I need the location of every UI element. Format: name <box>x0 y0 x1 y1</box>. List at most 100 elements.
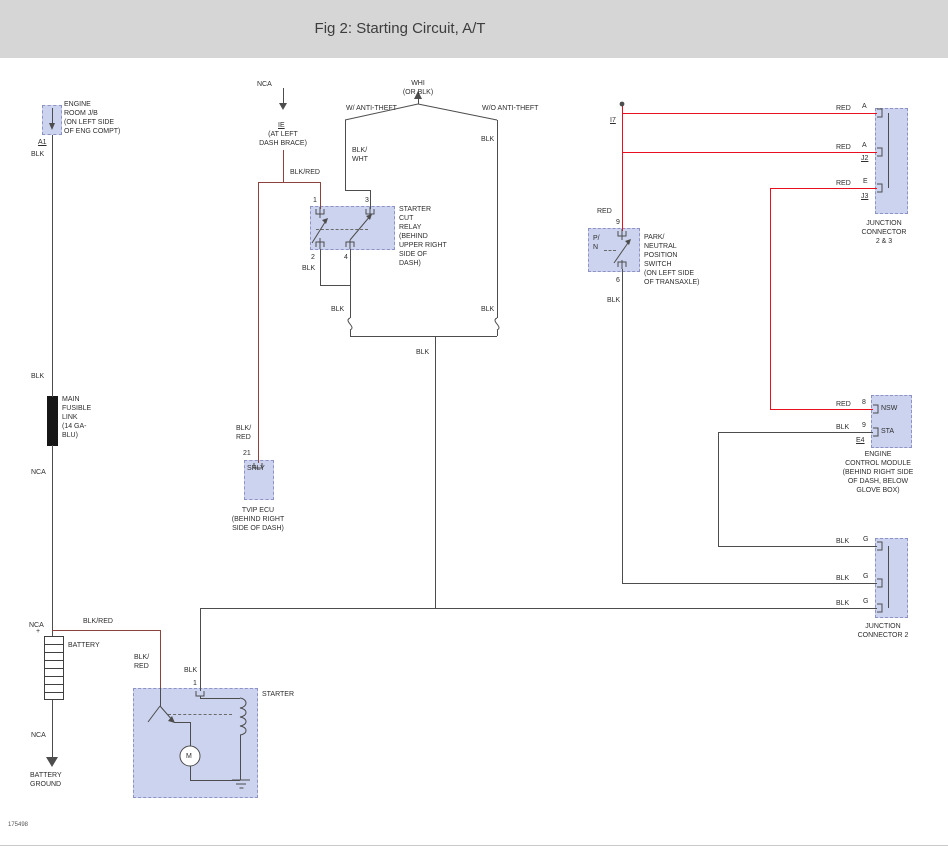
engine-control-module-label: ENGINE CONTROL MODULE (BEHIND RIGHT SIDE… <box>842 451 914 494</box>
main-fusible-link-symbol <box>47 396 58 446</box>
wire-relay-pin4-below-splice <box>350 330 351 336</box>
pn-terminal-label: P/ N <box>593 235 600 251</box>
wire-label-blk-relay-pin2: BLK <box>302 265 316 272</box>
wire-blkred-split <box>258 182 320 183</box>
jc23-wire3-label: RED <box>836 180 851 187</box>
wire-label-blk-mid: BLK <box>31 373 45 380</box>
wire-label-blkred-tvip: BLK/ RED <box>236 425 252 441</box>
starter-linkage-dash <box>168 714 232 715</box>
engine-room-jb-label: ENGINE ROOM J/B (ON LEFT SIDE OF ENG COM… <box>64 101 121 135</box>
wire-red-to-ecm-nsw <box>770 409 873 410</box>
wire-label-blkred-starter: BLK/ RED <box>134 654 150 670</box>
wire-without-theft-below-splice <box>497 330 498 336</box>
tvip-terminal-label: SRLY <box>247 465 265 472</box>
relay-pin3-label: 3 <box>365 197 369 204</box>
connector-id-e4: E4 <box>856 437 865 444</box>
junction-connector-23-box <box>875 108 908 214</box>
wire-blkred-from-ie <box>283 150 284 182</box>
junction-connector-2-box <box>875 538 908 618</box>
wire-label-red-pn: RED <box>597 208 612 215</box>
wire-blk-merged-down <box>435 336 436 608</box>
wire-red-i7-to-pn <box>622 105 623 231</box>
jc23-internal-bus <box>888 113 889 188</box>
with-anti-theft-label: W/ ANTI-THEFT <box>346 105 397 112</box>
wire-blkred-battery-branch <box>52 630 160 631</box>
wire-relay-pin2-elbow <box>320 285 350 286</box>
starter-feed-internal <box>160 688 161 706</box>
battery-ground-label: BATTERY GROUND <box>30 772 62 788</box>
jb-internal-line <box>52 108 53 124</box>
jc2-pin2-label: G <box>863 573 869 580</box>
starter-pin1-label: 1 <box>193 680 197 687</box>
starter-coil-to-ground <box>240 735 241 780</box>
jc2-wire3-label: BLK <box>836 600 850 607</box>
document-number: 175498 <box>8 822 29 828</box>
ecm-pin8-label: 8 <box>862 399 866 406</box>
without-anti-theft-label: W/O ANTI-THEFT <box>482 105 539 112</box>
relay-linkage-dash <box>316 229 368 230</box>
nca-label-upper: NCA <box>31 469 46 476</box>
wire-blk-sta-horizontal <box>718 432 873 433</box>
option-merge-squiggle-left <box>347 317 353 331</box>
wire-merge-horizontal <box>350 336 497 337</box>
ie-location-label: (AT LEFT DASH BRACE) <box>259 131 307 147</box>
wire-blk-jb-to-fusible <box>52 135 53 397</box>
wire-label-blk-top: BLK <box>31 151 45 158</box>
wire-blk-to-starter-pin1 <box>200 608 201 691</box>
wire-label-blkred-branch: BLK/RED <box>83 618 113 625</box>
jc23-pin1-label: A <box>862 103 867 110</box>
nca-label-battery: NCA <box>29 622 44 629</box>
page-bottom-rule <box>0 845 948 846</box>
pn-pin6-label: 6 <box>616 277 620 284</box>
wire-red-jc-pin-e <box>770 188 877 189</box>
wire-relay-pin4-down <box>350 249 351 318</box>
wire-blkred-to-tvip <box>258 182 259 463</box>
connector-id-j3: J3 <box>861 193 869 200</box>
wire-blk-sta-vertical <box>718 432 719 546</box>
fusible-link-label: MAIN FUSIBLE LINK (14 GA- BLU) <box>62 396 92 439</box>
connector-id-j2: J2 <box>861 155 869 162</box>
ignition-wire-label: WHI (OR BLK) <box>402 80 434 96</box>
wire-label-blkred-ie: BLK/RED <box>290 169 320 176</box>
wire-relay-pin2-down <box>320 249 321 285</box>
ecm-pin9-label: 9 <box>862 422 866 429</box>
junction-connector-23-label: JUNCTION CONNECTOR 2 & 3 <box>861 220 907 245</box>
ie-down-arrow-icon <box>279 103 287 110</box>
motor-m-label: M <box>186 753 192 760</box>
wire-label-blk-pn: BLK <box>607 297 621 304</box>
starter-pin1-internal <box>200 696 201 699</box>
nca-label-ie: NCA <box>257 81 272 88</box>
relay-pin2-label: 2 <box>311 254 315 261</box>
junction-connector-2-label: JUNCTION CONNECTOR 2 <box>857 623 909 639</box>
wire-red-to-jc-pin-a1 <box>622 113 877 114</box>
jc23-pin2-label: A <box>862 142 867 149</box>
jc2-pin3-label: G <box>863 598 869 605</box>
park-neutral-switch-label: PARK/ NEUTRAL POSITION SWITCH (ON LEFT S… <box>644 234 700 286</box>
figure-title: Fig 2: Starting Circuit, A/T <box>314 20 486 37</box>
battery-symbol <box>44 636 64 700</box>
tvip-pin-label: 21 <box>243 450 251 457</box>
pn-linkage-dash <box>604 250 616 251</box>
relay-pin1-label: 1 <box>313 197 317 204</box>
jc2-wire1-label: BLK <box>836 538 850 545</box>
wire-blkred-to-starter <box>160 630 161 688</box>
ecm-wire1-label: RED <box>836 401 851 408</box>
jc23-wire2-label: RED <box>836 144 851 151</box>
wire-label-blk-right-upper: BLK <box>481 136 495 143</box>
battery-ground-arrow-icon <box>46 757 58 767</box>
battery-plus-sign: + <box>36 628 41 635</box>
starter-ground-lead <box>190 780 240 781</box>
ecm-terminal-nsw: NSW <box>881 405 898 412</box>
starter-motor-lead-bottom <box>190 766 191 780</box>
wire-label-blk-merged: BLK <box>416 349 430 356</box>
ignition-feed-stub <box>418 98 419 104</box>
connector-id-a1: A1 <box>38 139 47 146</box>
wire-with-theft-upper <box>345 120 346 190</box>
wire-blkred-to-relay-pin1 <box>320 182 321 209</box>
figure-title-bar: Fig 2: Starting Circuit, A/T <box>0 0 948 58</box>
wire-label-blkwht: BLK/ WHT <box>352 147 368 163</box>
starter-cut-relay-label: STARTER CUT RELAY (BEHIND UPPER RIGHT SI… <box>399 206 447 267</box>
ecm-wire2-label: BLK <box>836 424 850 431</box>
battery-label: BATTERY <box>68 642 100 649</box>
ie-feed-arrow-line <box>283 88 284 103</box>
